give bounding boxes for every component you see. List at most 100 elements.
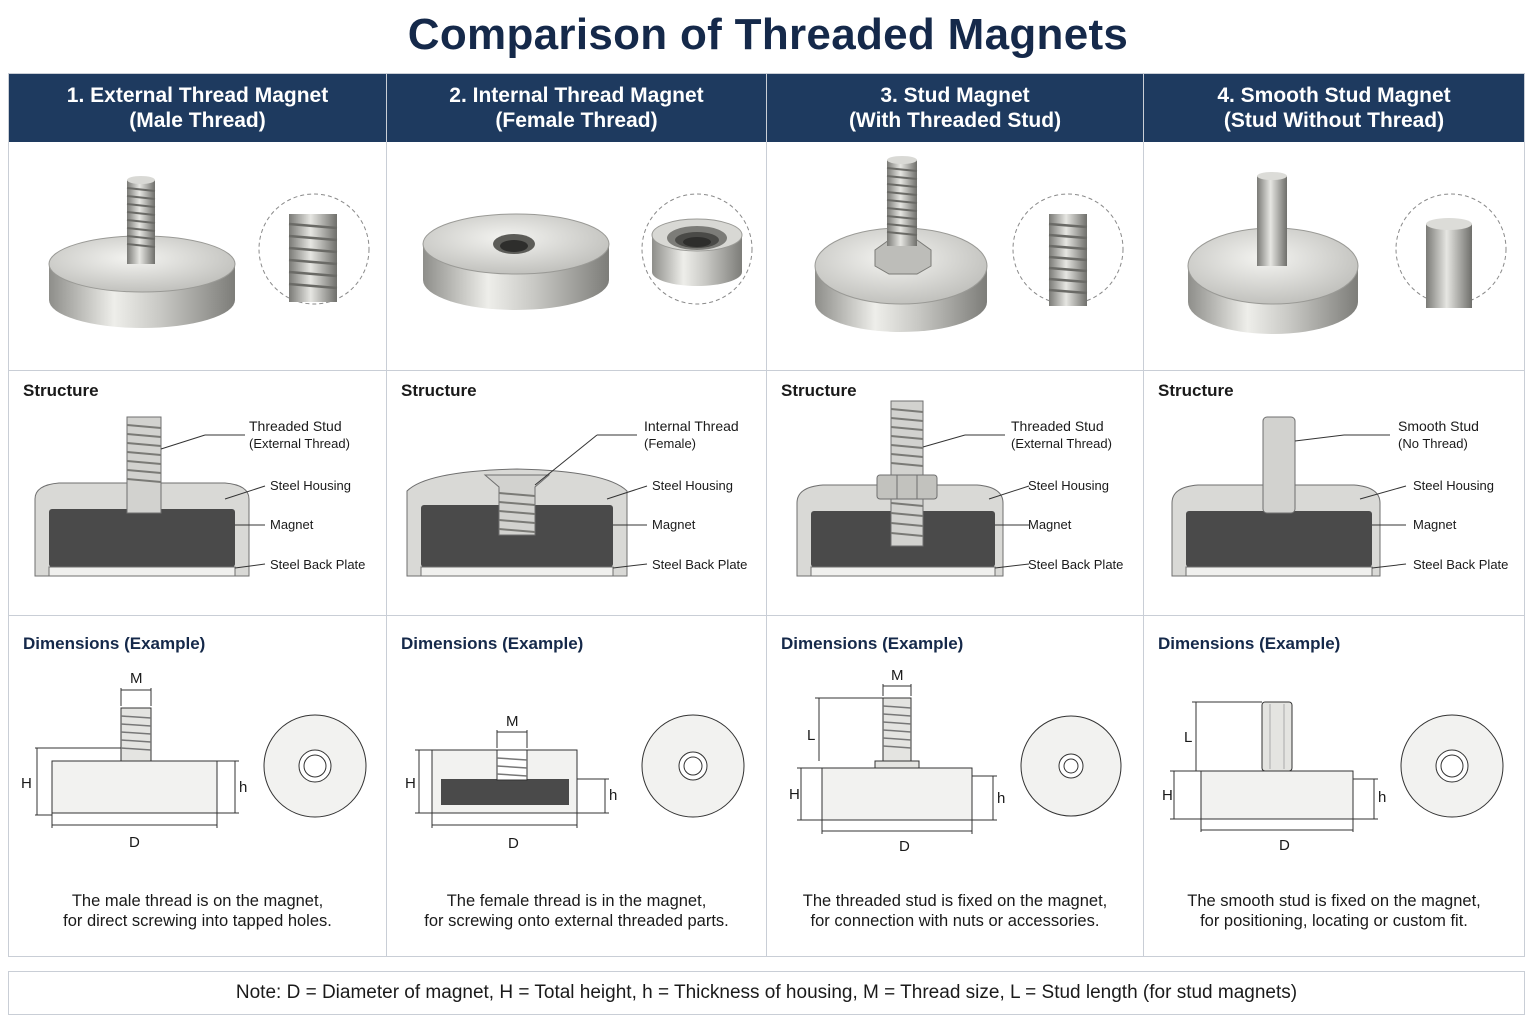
dim-label-d: D — [1279, 837, 1290, 854]
dimensions-title: Dimensions (Example) — [401, 634, 584, 653]
external-thread-magnet-illustration — [48, 176, 370, 328]
label-magnet: Magnet — [270, 517, 314, 532]
dim-label-l: L — [1184, 729, 1192, 746]
label-steel-housing: Steel Housing — [1413, 478, 1494, 493]
column-header: 4. Smooth Stud Magnet (Stud Without Thre… — [1144, 74, 1524, 142]
description-line1: The threaded stud is fixed on the magnet… — [802, 892, 1108, 910]
column-internal-thread: 2. Internal Thread Magnet (Female Thread… — [387, 74, 767, 956]
description-line2: for connection with nuts or accessories. — [810, 912, 1100, 930]
label-steel-back-plate: Steel Back Plate — [652, 557, 747, 572]
internal-thread-magnet-illustration — [422, 193, 753, 310]
description-line2: for positioning, locating or custom fit. — [1200, 912, 1468, 930]
column-heading-line2: (With Threaded Stud) — [848, 109, 1062, 132]
description: The smooth stud is fixed on the magnet, … — [1144, 891, 1524, 931]
column-heading-line1: 4. Smooth Stud Magnet — [1217, 84, 1451, 107]
column-heading-line1: 3. Stud Magnet — [880, 84, 1030, 107]
label-magnet: Magnet — [1028, 517, 1072, 532]
description-line2: for screwing onto external threaded part… — [424, 912, 729, 930]
structure-title: Structure — [23, 381, 99, 400]
label-steel-back-plate: Steel Back Plate — [270, 557, 365, 572]
description-line1: The female thread is in the magnet, — [446, 892, 707, 910]
column-external-thread: 1. External Thread Magnet (Male Thread) — [9, 74, 387, 956]
structure-title: Structure — [781, 381, 857, 400]
column-smooth-stud: 4. Smooth Stud Magnet (Stud Without Thre… — [1144, 74, 1524, 956]
structure-diagram-smooth-stud: Smooth Stud (No Thread) Steel Housing Ma… — [1171, 416, 1508, 577]
description: The threaded stud is fixed on the magnet… — [767, 891, 1143, 931]
label-no-thread: (No Thread) — [1398, 436, 1468, 451]
label-external-thread: (External Thread) — [249, 436, 350, 451]
dimensions-section: Dimensions (Example) M H h D — [387, 616, 766, 956]
structure-section: Structure Threaded Stud (External Thread… — [767, 371, 1143, 616]
column-heading-line1: 1. External Thread Magnet — [66, 84, 329, 107]
comparison-grid: 1. External Thread Magnet (Male Thread) — [8, 73, 1525, 957]
label-steel-housing: Steel Housing — [652, 478, 733, 493]
label-female: (Female) — [644, 436, 696, 451]
label-internal-thread: Internal Thread — [644, 418, 739, 434]
structure-section: Structure Threaded Stud (External Thread… — [9, 371, 386, 616]
page-title: Comparison of Threaded Magnets — [407, 10, 1129, 59]
dim-label-h-housing: h — [239, 779, 247, 796]
dimension-drawing-internal-thread: M H h D — [405, 713, 745, 852]
dimensions-title: Dimensions (Example) — [23, 634, 206, 653]
dimension-drawing-external-thread: M H h D — [21, 670, 367, 851]
dimensions-section: Dimensions (Example) L H h D — [1144, 616, 1524, 956]
stud-magnet-illustration — [814, 156, 1124, 332]
label-magnet: Magnet — [652, 517, 696, 532]
structure-title: Structure — [1158, 381, 1234, 400]
dim-label-m: M — [130, 670, 143, 687]
dim-label-h-housing: h — [997, 790, 1005, 807]
dim-label-d: D — [899, 838, 910, 855]
product-photo-internal-thread — [387, 142, 766, 371]
column-stud-magnet: 3. Stud Magnet (With Threaded Stud) Stru… — [767, 74, 1144, 956]
dimensions-title: Dimensions (Example) — [781, 634, 964, 653]
dim-label-h-housing: h — [1378, 789, 1386, 806]
label-threaded-stud: Threaded Stud — [249, 418, 342, 434]
column-header: 1. External Thread Magnet (Male Thread) — [9, 74, 386, 142]
label-threaded-stud: Threaded Stud — [1011, 418, 1104, 434]
dim-label-h-total: H — [1162, 787, 1173, 804]
dimensions-section: Dimensions (Example) M L H h — [767, 616, 1143, 956]
column-heading-line2: (Female Thread) — [495, 109, 658, 132]
column-header: 3. Stud Magnet (With Threaded Stud) — [767, 74, 1143, 142]
product-photo-smooth-stud — [1144, 142, 1524, 371]
product-photo-external-thread — [9, 142, 386, 371]
label-steel-housing: Steel Housing — [270, 478, 351, 493]
dim-label-m: M — [891, 667, 904, 684]
label-steel-back-plate: Steel Back Plate — [1028, 557, 1123, 572]
structure-section: Structure Internal Thread (Female) Steel… — [387, 371, 766, 616]
dim-label-d: D — [508, 835, 519, 852]
dimensions-section: Dimensions (Example) M H h D — [9, 616, 386, 956]
column-heading-line2: (Stud Without Thread) — [1223, 109, 1445, 132]
description: The male thread is on the magnet, for di… — [9, 891, 386, 931]
dim-label-d: D — [129, 834, 140, 851]
footnote: Note: D = Diameter of magnet, H = Total … — [8, 971, 1525, 1015]
column-heading-line2: (Male Thread) — [129, 109, 266, 132]
description-line2: for direct screwing into tapped holes. — [63, 912, 332, 930]
dim-label-l: L — [807, 727, 815, 744]
dimension-drawing-smooth-stud: L H h D — [1162, 701, 1504, 854]
dim-label-m: M — [506, 713, 519, 730]
structure-section: Structure Smooth Stud (No Thread) Steel … — [1144, 371, 1524, 616]
description-line1: The male thread is on the magnet, — [71, 892, 324, 910]
product-photo-stud-magnet — [767, 142, 1143, 371]
dim-label-h-total: H — [21, 775, 32, 792]
label-steel-back-plate: Steel Back Plate — [1413, 557, 1508, 572]
dim-label-h-housing: h — [609, 787, 617, 804]
label-magnet: Magnet — [1413, 517, 1457, 532]
structure-title: Structure — [401, 381, 477, 400]
dimension-drawing-stud-magnet: M L H h D — [789, 667, 1122, 855]
structure-diagram-stud-magnet: Threaded Stud (External Thread) Steel Ho… — [796, 400, 1123, 577]
smooth-stud-magnet-illustration — [1187, 172, 1507, 334]
column-header: 2. Internal Thread Magnet (Female Thread… — [387, 74, 766, 142]
dim-label-h-total: H — [405, 775, 416, 792]
label-smooth-stud: Smooth Stud — [1398, 418, 1479, 434]
label-steel-housing: Steel Housing — [1028, 478, 1109, 493]
dimensions-title: Dimensions (Example) — [1158, 634, 1341, 653]
dim-label-h-total: H — [789, 786, 800, 803]
label-external-thread: (External Thread) — [1011, 436, 1112, 451]
structure-diagram-external-thread: Threaded Stud (External Thread) Steel Ho… — [34, 416, 365, 577]
column-heading-line1: 2. Internal Thread Magnet — [449, 84, 704, 107]
description: The female thread is in the magnet, for … — [387, 891, 766, 931]
structure-diagram-internal-thread: Internal Thread (Female) Steel Housing M… — [406, 418, 747, 577]
description-line1: The smooth stud is fixed on the magnet, — [1187, 892, 1481, 910]
